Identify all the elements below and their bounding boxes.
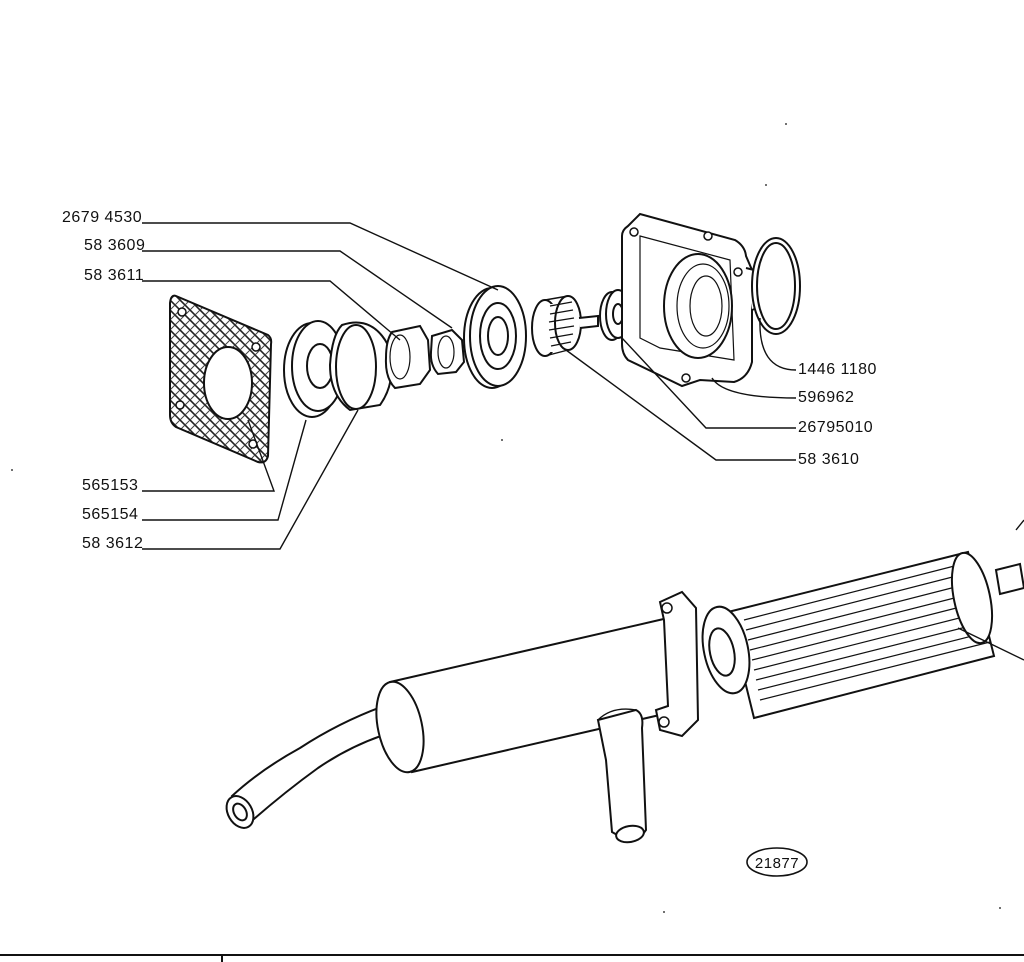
- o-ring: [751, 237, 801, 335]
- coupling-jaw: [384, 324, 466, 390]
- label-583611: 58 3611: [84, 267, 144, 284]
- figure-number: 21877: [755, 855, 799, 872]
- part-labels-right: 1446 1180 596962 26795010 58 3610: [798, 361, 877, 468]
- scan-specks: [11, 123, 1001, 913]
- label-565153: 565153: [82, 477, 138, 494]
- label-565154: 565154: [82, 506, 138, 523]
- page-frame: [0, 954, 1024, 962]
- ball-bearing-large: [463, 285, 527, 389]
- filter-cartridge: [701, 519, 1024, 720]
- bearing-housing: [621, 212, 763, 388]
- label-583610: 58 3610: [798, 451, 859, 468]
- label-26795010: 26795010: [798, 419, 873, 436]
- leader-lines: [142, 222, 797, 550]
- label-26794530: 2679 4530: [62, 209, 142, 226]
- part-labels-left: 2679 4530 58 3609 58 3611 565153 565154 …: [62, 209, 145, 552]
- pinion-gear: [531, 295, 599, 357]
- label-596962: 596962: [798, 389, 854, 406]
- figure-reference-badge: 21877: [746, 847, 808, 877]
- label-14461180: 1446 1180: [798, 361, 877, 378]
- split-ring: [328, 321, 393, 412]
- muffler-assembly: [225, 590, 700, 844]
- gasket-plate: [169, 294, 273, 464]
- label-583612: 58 3612: [82, 535, 143, 552]
- label-583609: 58 3609: [84, 237, 145, 254]
